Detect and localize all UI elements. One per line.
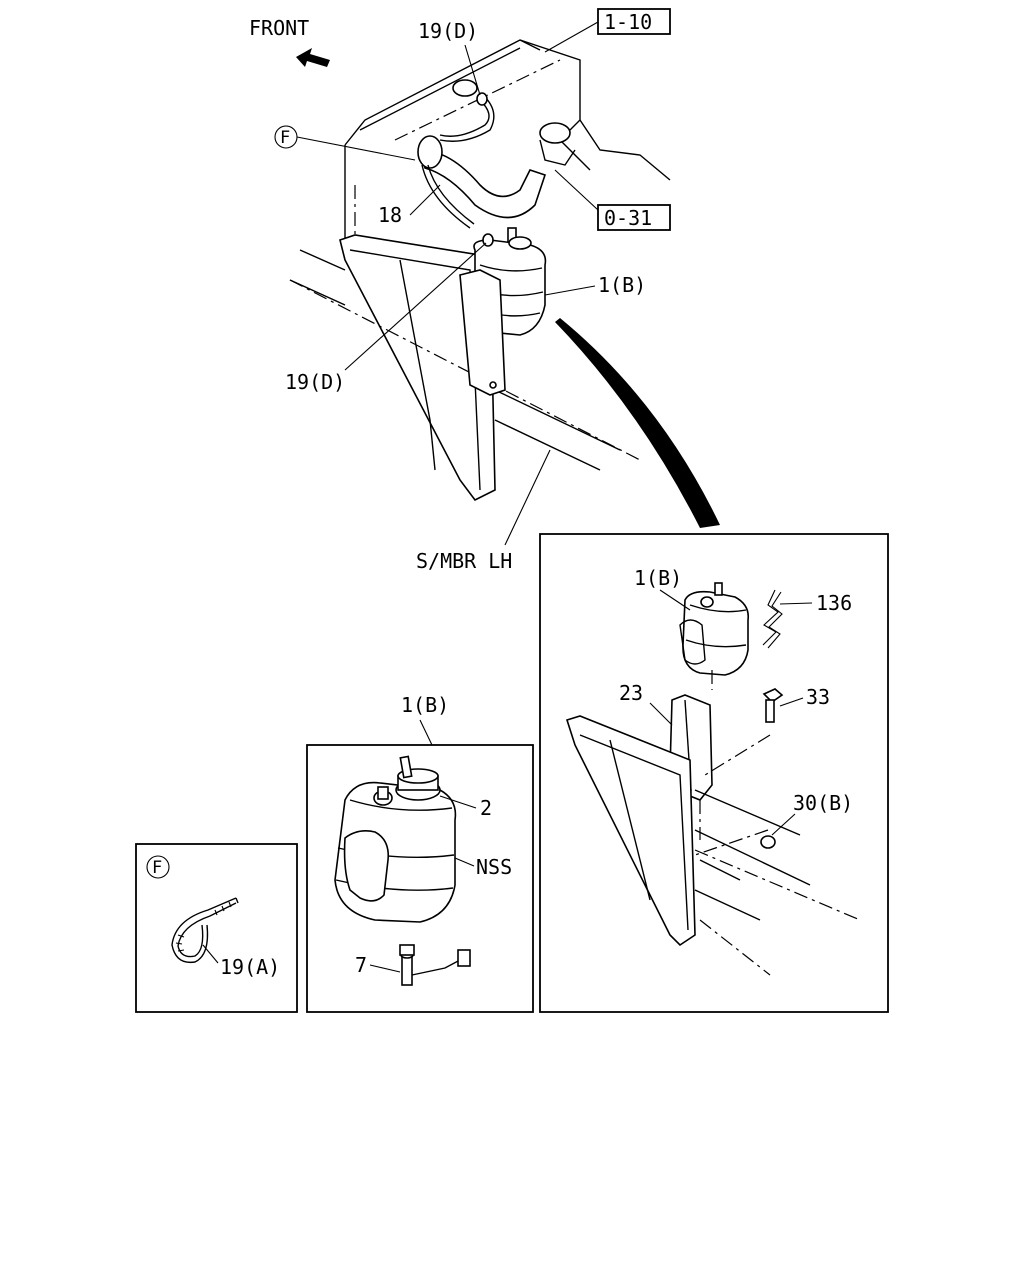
detail-panel-bracket bbox=[539, 533, 889, 1013]
label-1b-detail: 1(B) bbox=[634, 566, 682, 590]
label-19d-top: 19(D) bbox=[418, 19, 478, 43]
ref-1-10-label: 1-10 bbox=[604, 10, 652, 34]
label-smbr-lh: S/MBR LH bbox=[416, 549, 512, 573]
label-30b: 30(B) bbox=[793, 791, 853, 815]
detail-panel-tank: 1(B) 2 NSS 7 bbox=[306, 693, 534, 1013]
detail-callout-arrow bbox=[555, 318, 720, 528]
label-23: 23 bbox=[619, 681, 643, 705]
hose-clamp bbox=[417, 135, 443, 169]
engine-cap bbox=[452, 79, 478, 97]
reserve-tank-detail bbox=[682, 590, 750, 676]
nut-30b bbox=[760, 835, 776, 849]
radiator-shroud bbox=[339, 234, 496, 502]
level-sensor-7 bbox=[401, 954, 413, 986]
main-view-labels: 1-10 0-31 19(D) F 18 1(B) 19(D) S/MBR LH bbox=[274, 8, 671, 573]
ref-box-0-31 bbox=[597, 204, 671, 231]
label-f: F bbox=[280, 128, 290, 148]
label-nss: NSS bbox=[476, 855, 512, 879]
ref-0-31-label: 0-31 bbox=[604, 206, 652, 230]
label-18: 18 bbox=[378, 203, 402, 227]
sensor-connector bbox=[457, 949, 471, 967]
label-7: 7 bbox=[355, 953, 367, 977]
callout-f-box-circle bbox=[146, 855, 170, 879]
label-1b-main: 1(B) bbox=[598, 273, 646, 297]
clip-19d-top bbox=[476, 92, 488, 106]
label-33: 33 bbox=[806, 685, 830, 709]
ref-box-1-10 bbox=[597, 8, 671, 35]
detail-panel-labels: 1(B) 136 23 33 30(B) bbox=[619, 566, 853, 836]
front-indicator: FRONT bbox=[249, 16, 330, 67]
detail-box-tank bbox=[306, 744, 534, 1013]
detail-box-bracket bbox=[539, 533, 889, 1013]
label-2: 2 bbox=[480, 796, 492, 820]
tank-handle bbox=[343, 830, 390, 902]
radiator-shroud-detail bbox=[565, 715, 696, 947]
tank-bracket-main bbox=[459, 269, 506, 396]
radiator-hose bbox=[418, 149, 547, 219]
label-1b-tank: 1(B) bbox=[401, 693, 449, 717]
label-19d-low: 19(D) bbox=[285, 370, 345, 394]
detail-box-f bbox=[135, 843, 298, 1013]
label-f-box: F bbox=[152, 858, 162, 878]
label-136: 136 bbox=[816, 591, 852, 615]
label-19a: 19(A) bbox=[220, 955, 280, 979]
engine-assembly-view bbox=[289, 39, 720, 546]
radiator-cap bbox=[539, 122, 571, 144]
front-arrow-icon bbox=[296, 48, 330, 67]
front-label: FRONT bbox=[249, 16, 309, 40]
detail-panel-clip: F 19(A) bbox=[135, 843, 298, 1013]
